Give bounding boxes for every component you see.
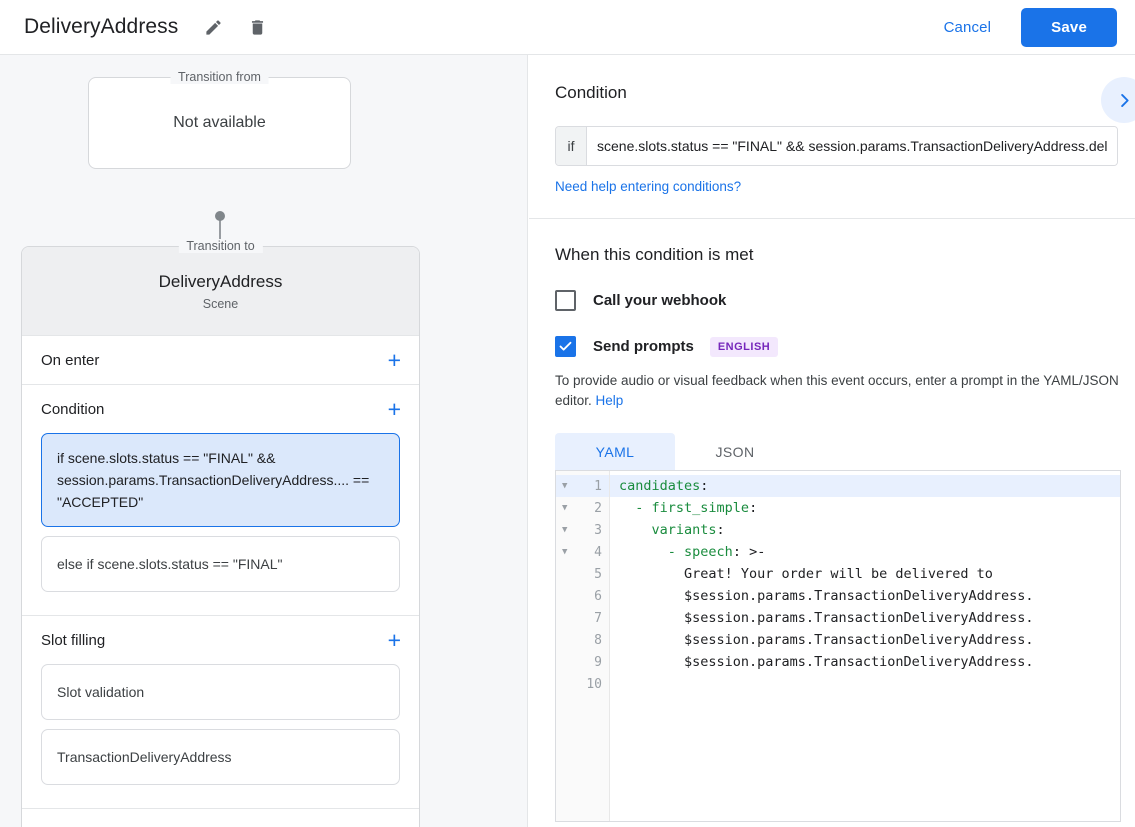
- trash-icon[interactable]: [244, 14, 270, 40]
- section-header-on-enter[interactable]: On enter +: [22, 336, 419, 384]
- fold-triangle-icon[interactable]: ▼: [562, 525, 568, 535]
- section-slot-filling: Slot filling + Slot validation Transacti…: [22, 615, 419, 808]
- editor-code-line: $session.params.TransactionDeliveryAddre…: [619, 588, 1034, 604]
- transition-to-card: Transition to DeliveryAddress Scene On e…: [21, 239, 420, 827]
- line-number-value: 3: [594, 522, 602, 538]
- editor-line-number: ▼4: [556, 541, 609, 563]
- section-condition: Condition + if scene.slots.status == "FI…: [22, 384, 419, 615]
- helper-help-link[interactable]: Help: [595, 393, 624, 408]
- editor-line-number: 8: [556, 629, 609, 651]
- section-label-slot-filling: Slot filling: [41, 631, 106, 649]
- line-number-value: 5: [594, 566, 602, 582]
- list-item[interactable]: else if scene.slots.status == "FINAL": [41, 536, 400, 592]
- editor-line-number: 5: [556, 563, 609, 585]
- chevron-right-icon[interactable]: [1101, 77, 1135, 123]
- editor-line-number: ▼3: [556, 519, 609, 541]
- plus-icon[interactable]: +: [387, 346, 401, 373]
- editor-format-tabs: YAML JSON: [555, 433, 1118, 470]
- tab-yaml[interactable]: YAML: [555, 433, 675, 470]
- section-body-condition: if scene.slots.status == "FINAL" && sess…: [22, 433, 419, 615]
- editor-code-line: $session.params.TransactionDeliveryAddre…: [619, 654, 1034, 670]
- send-prompts-row: Send prompts ENGLISH: [555, 336, 1118, 357]
- line-number-value: 10: [586, 676, 602, 692]
- editor-line-number: 9: [556, 651, 609, 673]
- when-condition-met-section: When this condition is met Call your web…: [529, 219, 1135, 822]
- editor-line-number: ▼2: [556, 497, 609, 519]
- transition-to-type: Scene: [202, 296, 239, 311]
- transition-from-card[interactable]: Transition from Not available: [88, 70, 351, 169]
- editor-code-area[interactable]: candidates: - first_simple: variants: - …: [610, 471, 1120, 821]
- section-body-slot-filling: Slot validation TransactionDeliveryAddre…: [22, 664, 419, 808]
- line-number-value: 9: [594, 654, 602, 670]
- editor-line-number: ▼1: [556, 475, 609, 497]
- send-prompts-helper-text: To provide audio or visual feedback when…: [555, 371, 1121, 411]
- editor-code-line: [610, 673, 1120, 695]
- webhook-checkbox[interactable]: [555, 290, 576, 311]
- cancel-button[interactable]: Cancel: [928, 10, 1008, 45]
- fold-triangle-icon[interactable]: ▼: [562, 547, 568, 557]
- transition-to-header[interactable]: Transition to DeliveryAddress Scene: [22, 239, 419, 335]
- list-item[interactable]: Slot validation: [41, 664, 400, 720]
- header-actions: Cancel Save: [928, 7, 1117, 47]
- list-item[interactable]: if scene.slots.status == "FINAL" && sess…: [41, 433, 400, 527]
- when-met-title: When this condition is met: [555, 245, 754, 264]
- save-button[interactable]: Save: [1021, 7, 1117, 47]
- condition-input-group: if: [555, 126, 1118, 166]
- condition-help-link[interactable]: Need help entering conditions?: [555, 179, 742, 194]
- plus-icon[interactable]: +: [387, 626, 401, 653]
- line-number-value: 6: [594, 588, 602, 604]
- editor-code-line: candidates:: [610, 475, 1120, 497]
- plus-icon[interactable]: +: [387, 395, 401, 422]
- line-number-value: 7: [594, 610, 602, 626]
- list-item[interactable]: TransactionDeliveryAddress: [41, 729, 400, 785]
- condition-detail-panel: Condition if Need help entering conditio…: [529, 55, 1135, 827]
- editor-line-number: 7: [556, 607, 609, 629]
- webhook-label: Call your webhook: [593, 292, 727, 309]
- line-number-value: 8: [594, 632, 602, 648]
- section-header-custom-intent-handling[interactable]: Custom intent handling +: [22, 809, 419, 827]
- section-header-slot-filling[interactable]: Slot filling +: [22, 616, 419, 664]
- editor-line-number: 6: [556, 585, 609, 607]
- send-prompts-checkbox[interactable]: [555, 336, 576, 357]
- editor-code-line: - speech: >-: [667, 544, 766, 560]
- transition-from-legend: Transition from: [170, 70, 269, 84]
- transition-to-legend: Transition to: [178, 239, 263, 253]
- line-number-value: 2: [594, 500, 602, 516]
- editor-line-number: 10: [556, 673, 609, 695]
- transition-graph-panel: Transition from Not available Transition…: [0, 55, 528, 827]
- condition-expression-input[interactable]: [587, 127, 1117, 165]
- section-label-on-enter: On enter: [41, 351, 100, 369]
- section-on-enter: On enter +: [22, 335, 419, 384]
- plus-icon[interactable]: +: [388, 821, 401, 827]
- helper-text-body: To provide audio or visual feedback when…: [555, 373, 1119, 408]
- line-number-value: 4: [594, 544, 602, 560]
- transition-to-name: DeliveryAddress: [158, 271, 283, 291]
- line-number-value: 1: [594, 478, 602, 494]
- editor-code-line: Great! Your order will be delivered to: [619, 566, 993, 582]
- condition-section: Condition if Need help entering conditio…: [529, 55, 1135, 218]
- condition-if-prefix: if: [556, 127, 587, 165]
- page-title: DeliveryAddress: [24, 15, 179, 38]
- pencil-icon[interactable]: [200, 14, 226, 40]
- condition-title: Condition: [555, 83, 627, 102]
- transition-from-value: Not available: [173, 114, 266, 131]
- editor-code-line: $session.params.TransactionDeliveryAddre…: [619, 632, 1034, 648]
- send-prompts-label: Send prompts: [593, 338, 694, 355]
- editor-code-line: - first_simple:: [635, 500, 758, 516]
- editor-code-line: variants:: [651, 522, 725, 538]
- app-header: DeliveryAddress Cancel Save: [0, 0, 1135, 55]
- section-header-condition[interactable]: Condition +: [22, 385, 419, 433]
- section-label-custom-intent-handling: Custom intent handling: [41, 825, 194, 827]
- webhook-row: Call your webhook: [555, 290, 1118, 311]
- editor-code-line: $session.params.TransactionDeliveryAddre…: [619, 610, 1034, 626]
- section-label-condition: Condition: [41, 400, 105, 418]
- panel-divider: [529, 218, 1135, 219]
- fold-triangle-icon[interactable]: ▼: [562, 481, 568, 491]
- tab-json[interactable]: JSON: [715, 443, 755, 460]
- section-custom-intent-handling: Custom intent handling +: [22, 808, 419, 827]
- status-badge: ENGLISH: [709, 336, 779, 357]
- fold-triangle-icon[interactable]: ▼: [562, 503, 568, 513]
